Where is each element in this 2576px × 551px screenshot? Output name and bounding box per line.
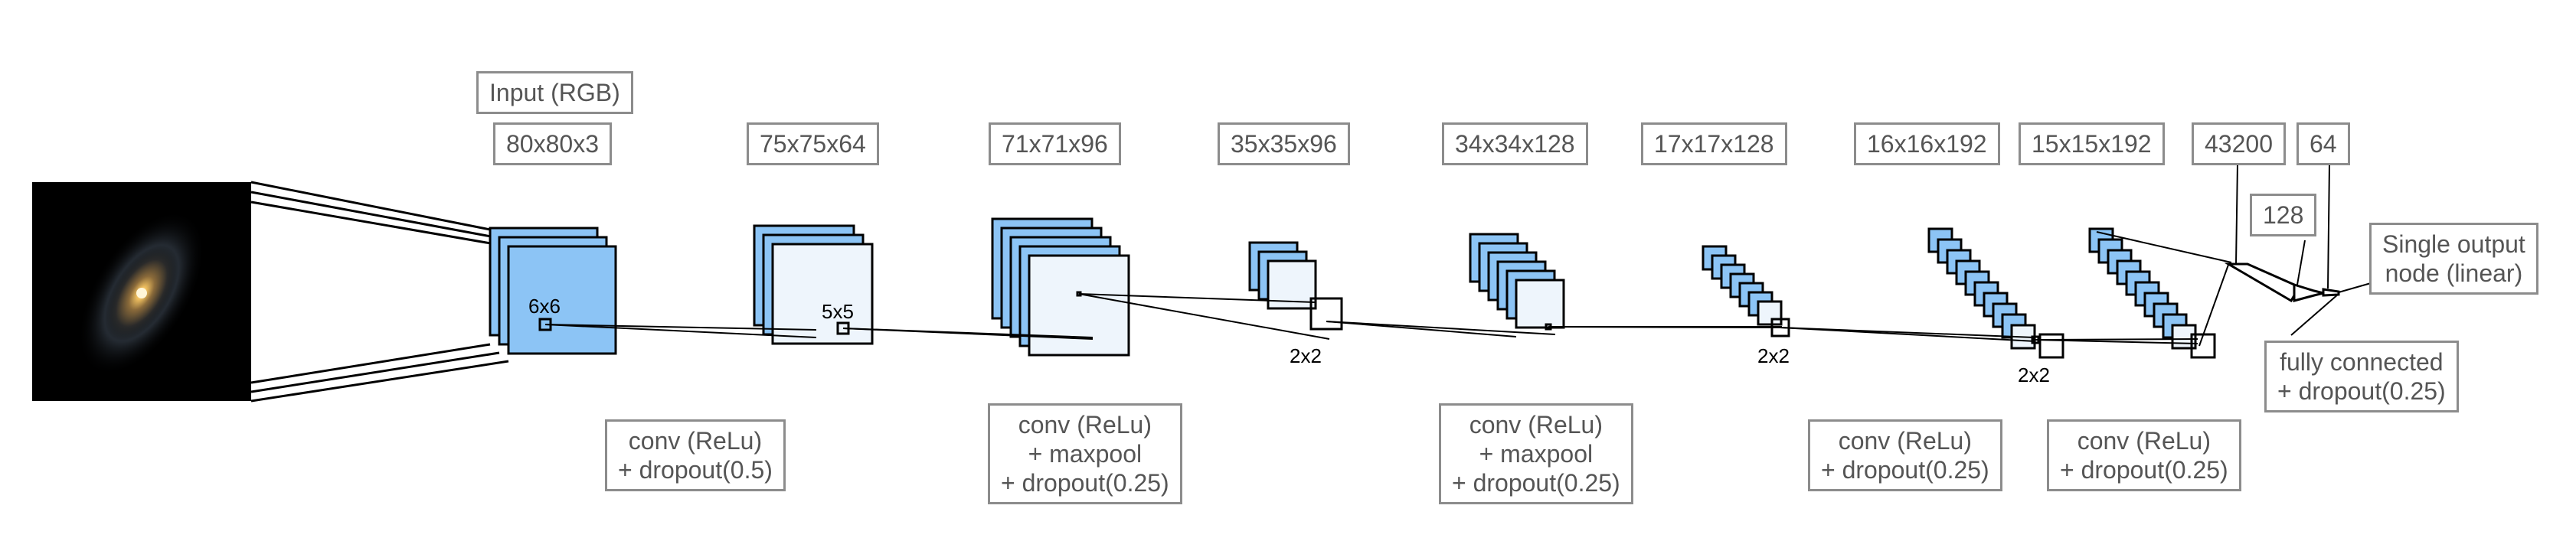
stack-16x16x192 [1927,227,2036,350]
dimension-label: 16x16x192 [1854,122,2000,165]
leader-128 [2296,240,2306,285]
feature-map [507,245,617,355]
operation-box: fully connected + dropout(0.25) [2264,341,2459,412]
galaxy-nucleus [136,288,147,298]
kernel-size-label: 5x5 [822,300,854,323]
leader-output [2338,282,2372,293]
connector-line [544,324,817,338]
dimension-label: 35x35x96 [1218,122,1350,165]
stack-15x15x192 [2088,227,2197,350]
feature-map [1515,279,1565,329]
input-galaxy-image [32,182,251,401]
operation-box: conv (ReLu) + dropout(0.5) [605,419,786,491]
kernel-window [1309,297,1343,331]
dimension-label: 75x75x64 [747,122,879,165]
dimension-label: 71x71x96 [989,122,1121,165]
connector-line [1780,327,2036,342]
fc-layer-128 [2293,282,2324,302]
connector-line [842,328,1093,338]
dimension-label: 15x15x192 [2019,122,2165,165]
fully-connected-funnel [2224,163,2372,336]
stack-35x35x96 [1248,241,1317,310]
connector-line [1078,293,1330,340]
stack-80x80x3 [489,227,617,355]
kernel-size-label: 6x6 [528,295,561,318]
operation-box: conv (ReLu) + dropout(0.25) [1808,419,2002,491]
operation-box: conv (ReLu) + maxpool + dropout(0.25) [988,403,1182,504]
leader-43200 [2235,163,2238,265]
leader-64 [2327,163,2330,289]
connector-line [2035,339,2198,344]
fc-layer-64 [2322,288,2340,297]
feature-map [771,243,874,345]
feature-map [1757,300,1783,326]
input-projection-lines [250,181,509,403]
kernel-size-label: 2x2 [2018,364,2050,386]
connector-line [1078,293,1316,303]
feature-map [1028,254,1130,357]
dimension-label: 80x80x3 [493,122,612,165]
fc-layer-43200 [2224,262,2296,303]
kernel-size-label: 2x2 [1757,344,1790,367]
input-label-box: Input (RGB) [476,71,633,114]
dimension-label: 128 [2250,194,2317,236]
operation-box: conv (ReLu) + dropout(0.25) [2047,419,2241,491]
dimension-label: 64 [2296,122,2350,165]
connector-line [2198,264,2229,347]
dimension-label: 43200 [2192,122,2286,165]
connector-line [1326,321,1556,335]
kernel-window [2038,333,2064,359]
stack-17x17x128 [1702,245,1783,326]
stack-75x75x64 [753,224,874,345]
stack-71x71x96 [991,217,1130,357]
operation-box: conv (ReLu) + maxpool + dropout(0.25) [1439,403,1633,504]
output-node-box: Single output node (linear) [2369,223,2538,295]
stack-34x34x128 [1469,233,1565,329]
dimension-label: 17x17x128 [1641,122,1787,165]
leader-fc-note [2290,293,2339,336]
dimension-label: 34x34x128 [1442,122,1588,165]
kernel-size-label: 2x2 [1290,344,1322,367]
connector-line [2096,231,2232,263]
connector-line [544,324,817,331]
